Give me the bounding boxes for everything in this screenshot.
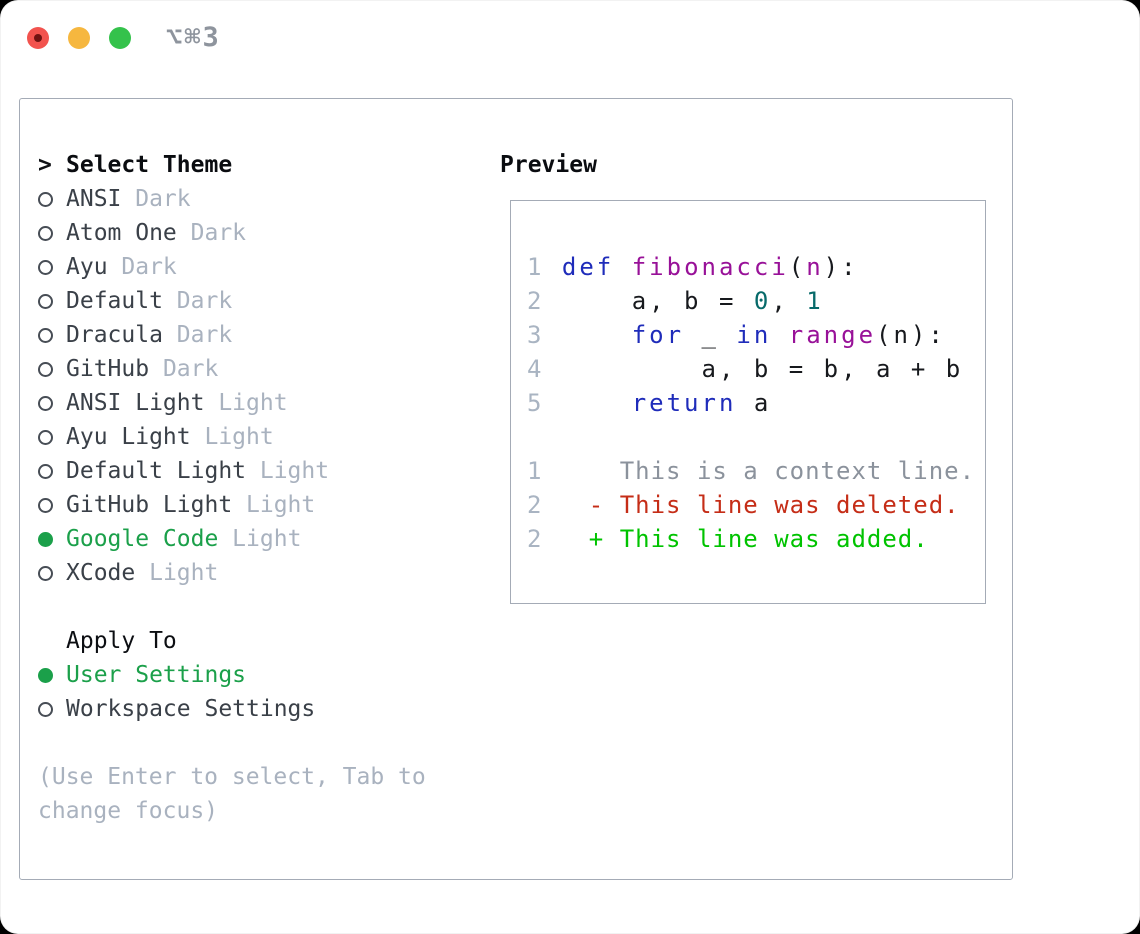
hint-line-1: (Use Enter to select, Tab to [38,764,426,790]
line-number: 5 [527,389,562,417]
radio-icon [38,429,53,445]
apply-option-user-settings[interactable]: User Settings [38,658,488,692]
variant-label: Light [232,492,316,518]
radio-icon [38,497,53,513]
radio-selected-icon [38,531,53,547]
diff-text: This line was deleted. [619,491,960,519]
option-label: XCode [66,560,136,586]
option-label: Workspace Settings [66,696,316,722]
zoom-button[interactable] [109,27,131,49]
variant-label: Light [204,390,288,416]
focus-arrow-icon: > [38,152,52,178]
line-number: 3 [527,321,562,349]
theme-item-atom-one[interactable]: Atom One Dark [38,216,488,250]
code-line: 2 a, b = 0, 1 [527,287,824,315]
spacer [38,726,488,760]
spacer [38,590,488,624]
line-number: 4 [527,355,562,383]
line-number: 2 [527,287,562,315]
option-label: Dracula [66,322,163,348]
radio-icon [38,361,53,377]
titlebar: ⌥⌘3 [0,0,1140,76]
radio-icon [38,225,53,241]
theme-item-xcode[interactable]: XCode Light [38,556,488,590]
variant-label: Light [135,560,219,586]
minimize-button[interactable] [68,27,90,49]
radio-icon [38,259,53,275]
apply-option-workspace-settings[interactable]: Workspace Settings [38,692,488,726]
variant-label: Dark [149,356,219,382]
line-number: 1 [527,253,562,281]
blank-line [527,420,985,454]
diff-marker: - [542,491,620,519]
traffic-lights [27,27,131,49]
code-line: 1 def fibonacci(n): [527,253,859,281]
radio-icon [38,565,53,581]
diff-text: This line was added. [619,525,929,553]
option-label: GitHub [66,356,150,382]
theme-item-ansi[interactable]: ANSI Dark [38,182,488,216]
variant-label: Dark [107,254,177,280]
radio-icon [38,191,53,207]
line-number: 2 [527,525,543,553]
radio-icon [38,327,53,343]
option-label: Ayu [66,254,108,280]
theme-item-github[interactable]: GitHub Dark [38,352,488,386]
option-label: Default [66,288,163,314]
preview-pane: 1 def fibonacci(n): 2 a, b = 0, 1 3 for _ … [510,200,986,604]
option-label: User Settings [66,662,247,688]
variant-label: Light [190,424,274,450]
theme-item-dracula[interactable]: Dracula Dark [38,318,488,352]
diff-marker [542,457,619,485]
theme-item-default-light[interactable]: Default Light Light [38,454,488,488]
hint-line-2: change focus) [38,798,219,824]
radio-icon [38,463,53,479]
diff-line-deleted: 2 - This line was deleted. [527,488,985,522]
variant-label: Dark [121,186,191,212]
theme-item-default[interactable]: Default Dark [38,284,488,318]
apply-to-header: Apply To [38,624,488,658]
diff-text: This is a context line. [619,457,976,485]
variant-label: Dark [176,220,247,246]
variant-label: Dark [162,322,233,348]
code-line: 3 for _ in range(n): [527,321,946,349]
option-label: GitHub Light [66,492,233,518]
line-number: 2 [527,491,543,519]
preview-title: Preview [500,152,597,178]
diff-marker: + [542,525,620,553]
close-button[interactable] [27,27,49,49]
diff-line-added: 2 + This line was added. [527,522,985,556]
apply-to-title: Apply To [66,628,177,654]
select-theme-title: Select Theme [66,152,233,178]
variant-label: Dark [162,288,233,314]
radio-icon [38,701,53,717]
window-title: ⌥⌘3 [166,22,221,53]
theme-item-ayu-light[interactable]: Ayu Light Light [38,420,488,454]
diff-line-context: 1 This is a context line. [527,454,985,488]
code-line: 4 a, b = b, a + b [527,355,964,383]
radio-selected-icon [38,667,53,683]
radio-icon [38,395,53,411]
variant-label: Light [218,526,302,552]
code-line: 5 return a [527,389,772,417]
theme-item-ansi-light[interactable]: ANSI Light Light [38,386,488,420]
option-label: Google Code [66,526,219,552]
theme-item-ayu[interactable]: Ayu Dark [38,250,488,284]
option-label: ANSI Light [66,390,205,416]
radio-icon [38,293,53,309]
option-label: Default Light [66,458,247,484]
theme-item-google-code[interactable]: Google Code Light [38,522,488,556]
option-label: Atom One [66,220,177,246]
line-number: 1 [527,457,543,485]
option-label: ANSI [66,186,122,212]
select-theme-header: > Select Theme [38,148,488,182]
variant-label: Light [246,458,330,484]
preview-content: 1 def fibonacci(n): 2 a, b = 0, 1 3 for _ … [527,250,985,556]
option-label: Ayu Light [66,424,191,450]
theme-item-github-light[interactable]: GitHub Light Light [38,488,488,522]
